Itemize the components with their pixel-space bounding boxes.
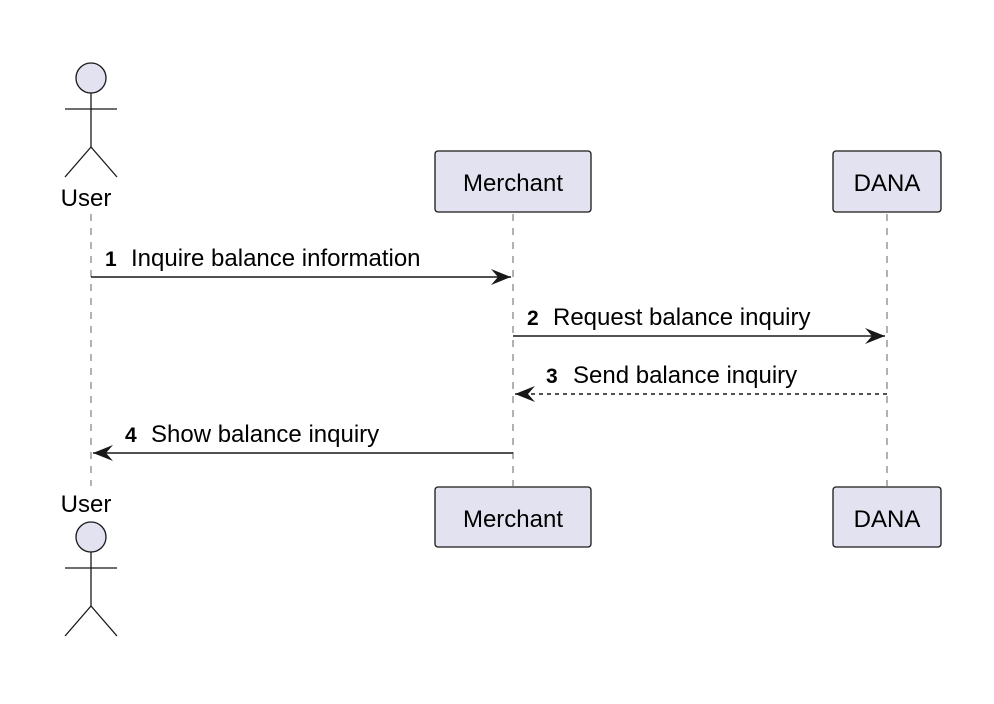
message-3: 3 Send balance inquiry (515, 362, 887, 402)
message-4-label: Show balance inquiry (151, 421, 379, 448)
participant-dana-bottom-box (832, 486, 942, 548)
actor-user-top-label: User (61, 185, 112, 212)
stick-figure-icon (64, 521, 118, 637)
participant-dana-top-label: DANA (854, 170, 921, 197)
participant-merchant-bottom: Merchant (434, 486, 592, 548)
participant-dana-bottom-label: DANA (854, 506, 921, 533)
message-1-label: Inquire balance information (131, 245, 421, 272)
actor-user-bottom-label: User (61, 491, 112, 518)
message-4-number: 4 (125, 424, 137, 447)
message-3-label: Send balance inquiry (573, 362, 797, 389)
message-4: 4 Show balance inquiry (93, 421, 513, 461)
participant-merchant-top-label: Merchant (463, 170, 563, 197)
message-2-label: Request balance inquiry (553, 304, 811, 331)
actor-user-bottom: User (61, 491, 118, 637)
actor-user-top: User (61, 62, 118, 212)
participant-merchant-top: Merchant (434, 150, 592, 213)
message-3-number: 3 (546, 365, 558, 388)
message-2-number: 2 (527, 307, 539, 330)
participant-merchant-bottom-label: Merchant (463, 506, 563, 533)
participant-dana-bottom: DANA (832, 486, 942, 548)
participant-merchant-top-box (434, 150, 592, 213)
stick-figure-icon (64, 62, 118, 178)
message-2: 2 Request balance inquiry (513, 304, 885, 344)
participant-dana-top-box (832, 150, 942, 213)
message-1-number: 1 (105, 248, 117, 271)
participant-merchant-bottom-box (434, 486, 592, 548)
message-1: 1 Inquire balance information (91, 245, 511, 285)
participant-dana-top: DANA (832, 150, 942, 213)
